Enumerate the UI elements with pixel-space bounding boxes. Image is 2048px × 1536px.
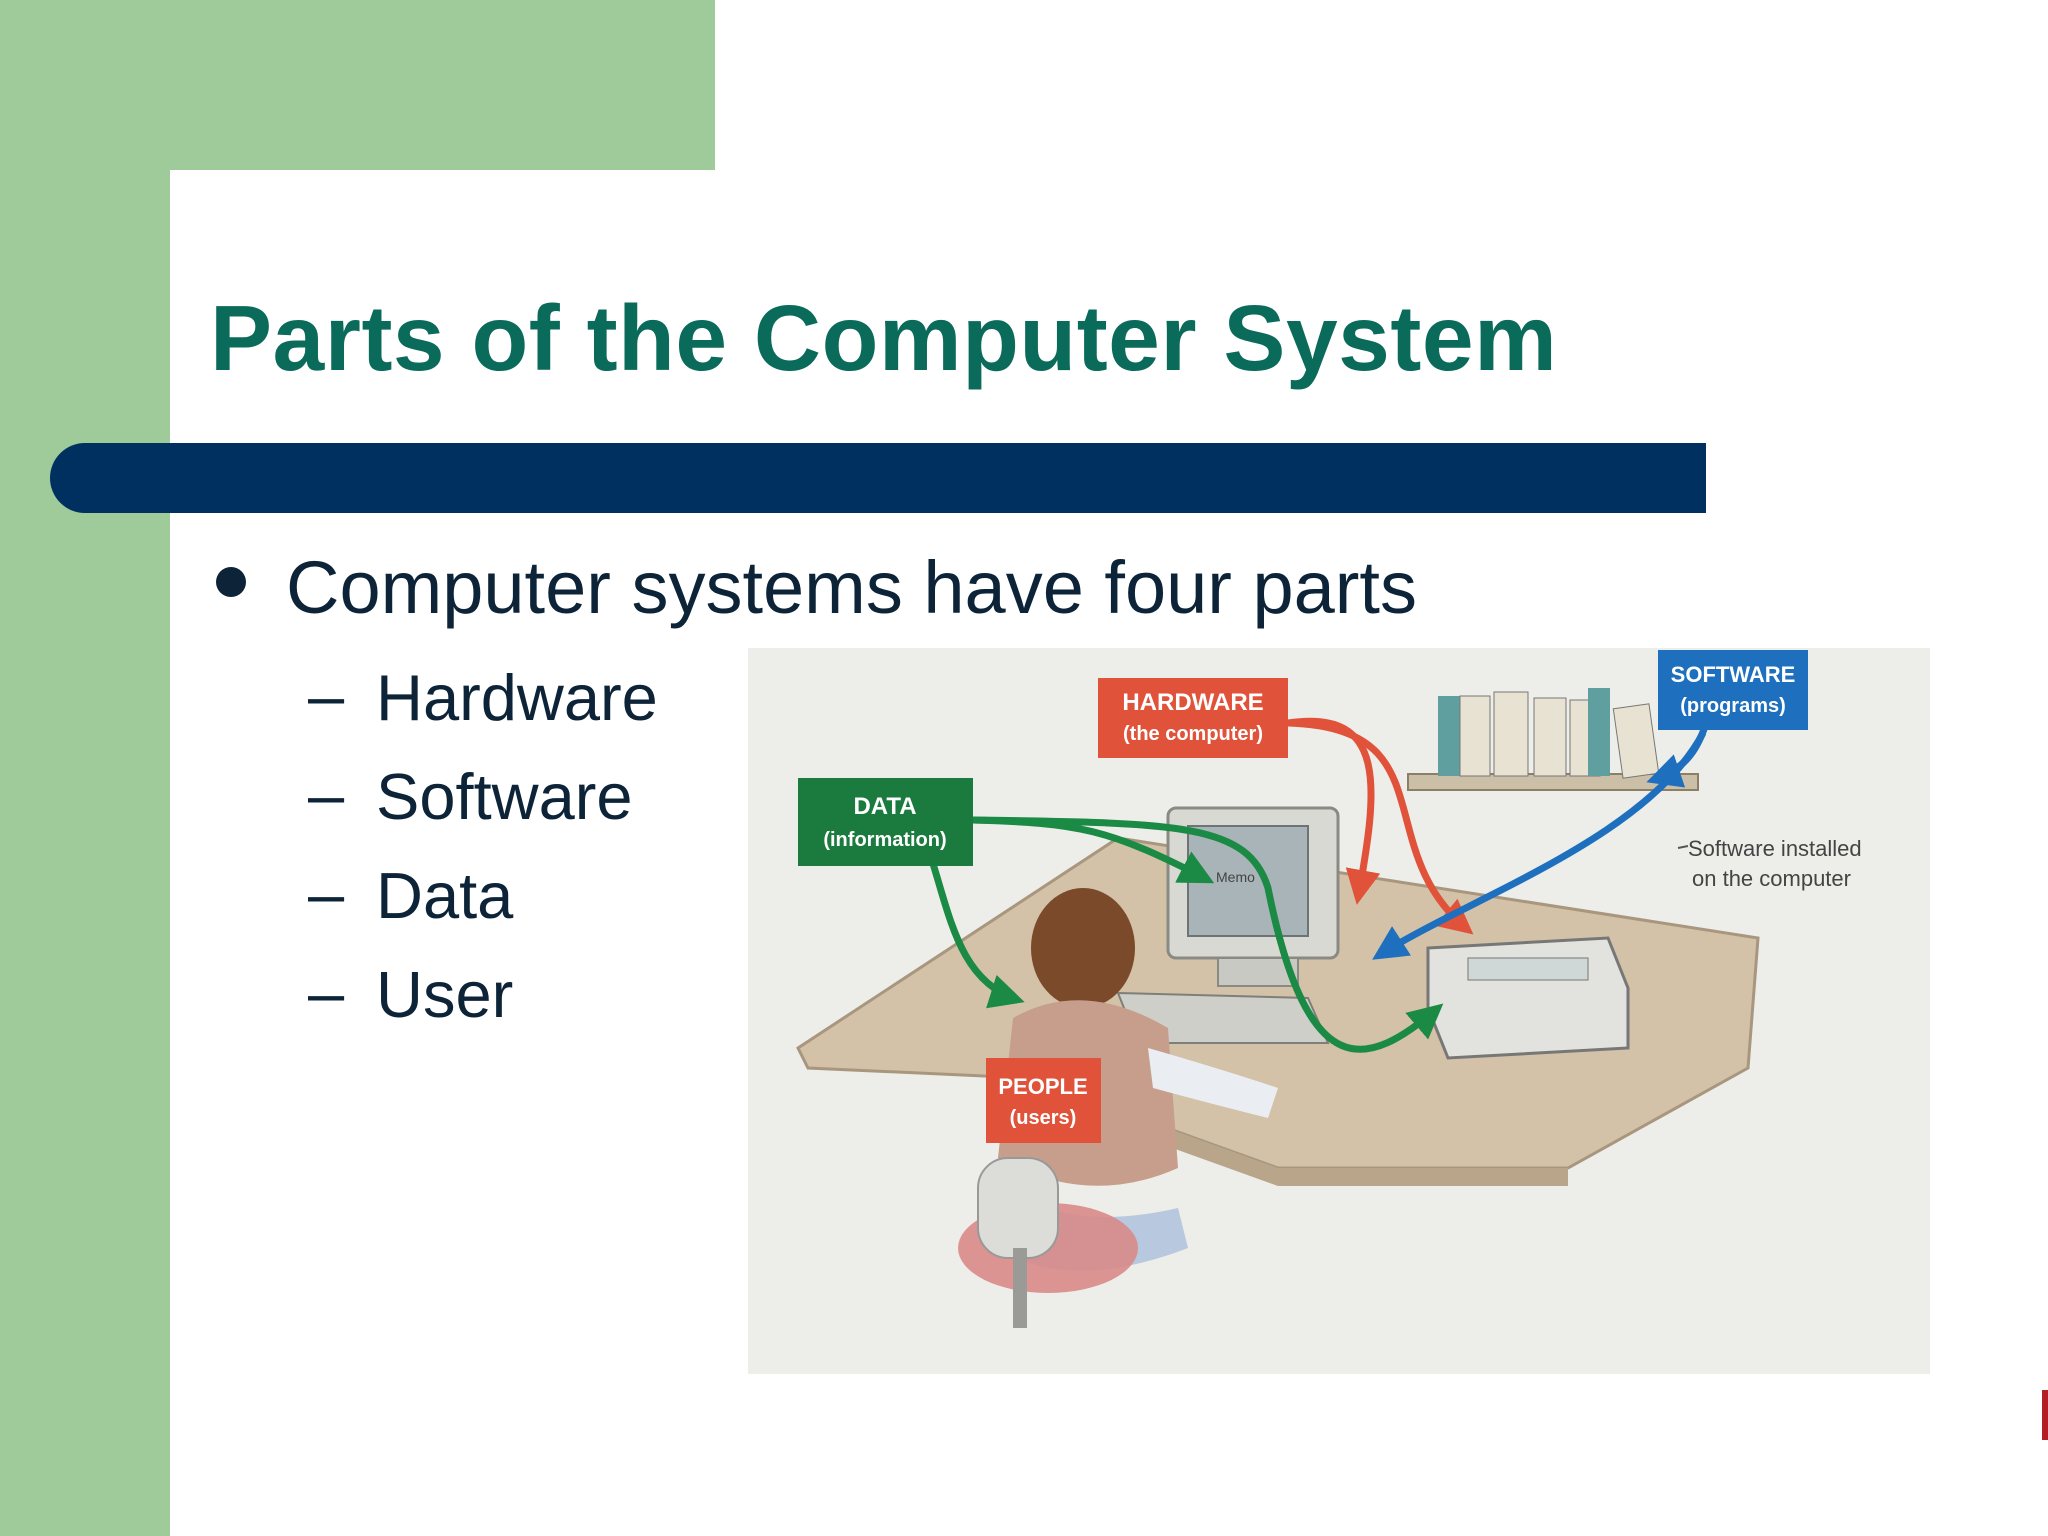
data-arrow-to-printer bbox=[972, 816, 1444, 1053]
dash-icon: – bbox=[308, 857, 345, 930]
software-tag: SOFTWARE (programs) bbox=[1658, 650, 1808, 730]
computer-system-illustration: Memo HARDWAR bbox=[748, 648, 1930, 1374]
sub-item-label: Software bbox=[376, 760, 633, 833]
hardware-tag-line1: HARDWARE bbox=[1122, 689, 1263, 716]
data-tag-line1: DATA bbox=[853, 793, 916, 820]
dash-icon: – bbox=[308, 758, 345, 831]
main-bullet-text: Computer systems have four parts bbox=[286, 546, 1417, 629]
rounded-content-corner bbox=[170, 170, 730, 470]
monitor: Memo bbox=[1166, 806, 1340, 987]
illustration-canvas: Memo HARDWAR bbox=[796, 650, 1862, 1328]
note-leader-line bbox=[1677, 845, 1689, 849]
software-tag-line1: SOFTWARE bbox=[1671, 662, 1796, 687]
hardware-tag-line2: (the computer) bbox=[1123, 723, 1263, 745]
slide-title: Parts of the Computer System bbox=[210, 286, 1558, 390]
hardware-arrow-to-monitor bbox=[1287, 717, 1381, 905]
hardware-arrow-to-printer bbox=[1287, 719, 1474, 935]
installed-note-line2: on the computer bbox=[1692, 866, 1851, 891]
hardware-tag: HARDWARE (the computer) bbox=[1098, 678, 1288, 758]
data-tag-line2: (information) bbox=[823, 829, 946, 851]
sub-item-label: Data bbox=[376, 859, 514, 932]
dash-icon: – bbox=[308, 956, 345, 1029]
dash-icon: – bbox=[308, 659, 345, 732]
bookshelf bbox=[1407, 688, 1699, 791]
people-tag-line1: PEOPLE bbox=[998, 1074, 1087, 1099]
software-tag-line2: (programs) bbox=[1680, 695, 1786, 717]
data-tag: DATA (information) bbox=[798, 778, 973, 866]
software-arrow-to-monitor bbox=[1372, 731, 1707, 960]
bullet-dot-icon bbox=[216, 567, 246, 597]
people-tag: PEOPLE (users) bbox=[986, 1058, 1101, 1143]
corner-marker bbox=[2042, 1390, 2048, 1440]
sub-item-label: Hardware bbox=[376, 661, 658, 734]
printer bbox=[1426, 936, 1630, 1060]
green-side-strip bbox=[0, 0, 170, 1536]
sub-item-label: User bbox=[376, 958, 514, 1031]
installed-note-line1: Software installed bbox=[1688, 836, 1862, 861]
people-tag-line2: (users) bbox=[1010, 1107, 1077, 1129]
title-rule-bar bbox=[50, 443, 1706, 513]
svg-text:Memo: Memo bbox=[1216, 869, 1255, 885]
